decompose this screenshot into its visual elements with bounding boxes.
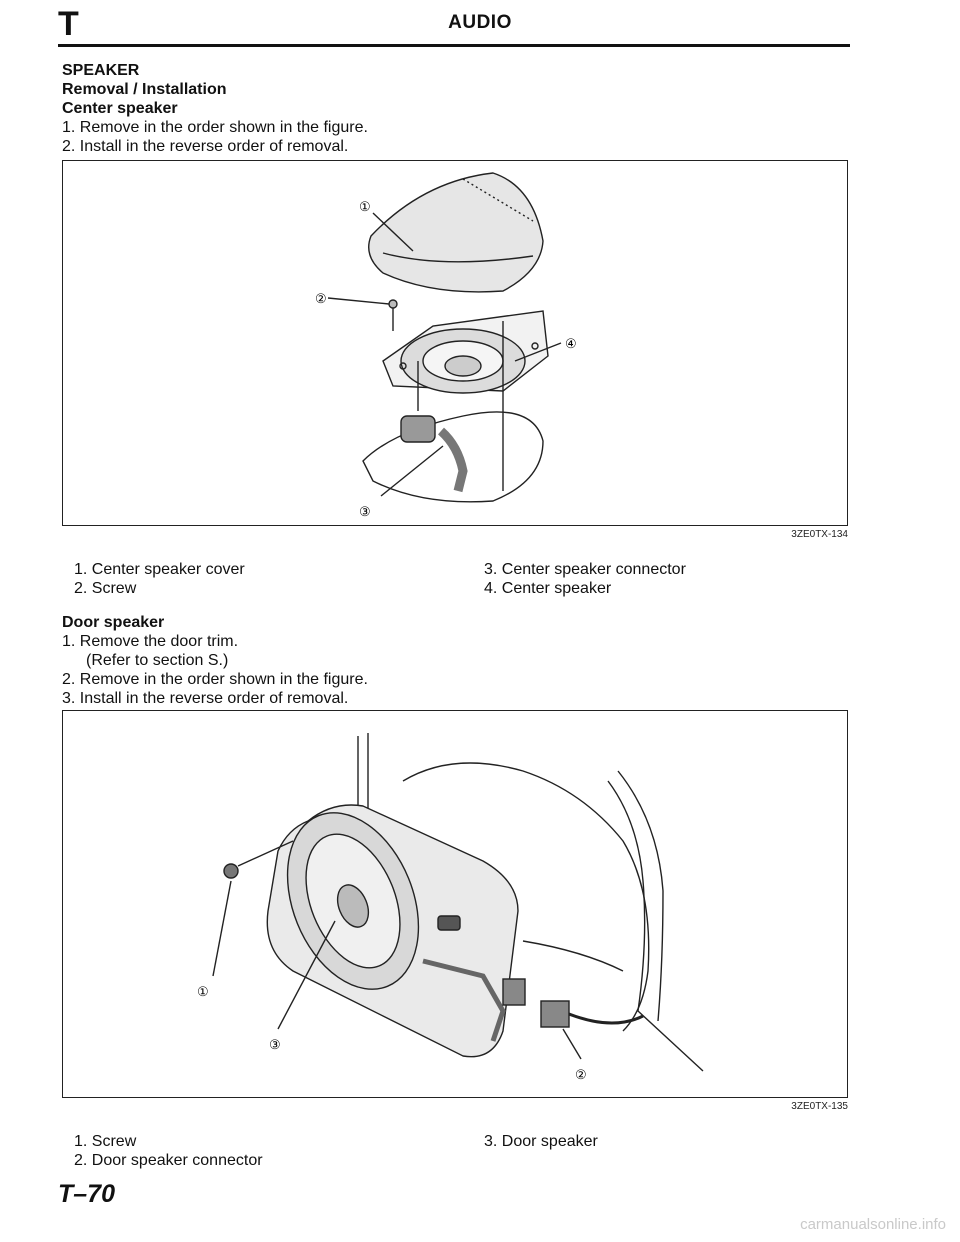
- center-speaker-drawing: ① ② ③ ④: [315, 172, 577, 520]
- door-step-2: 2. Remove in the order shown in the figu…: [62, 671, 368, 688]
- callout-3-door: ③: [269, 1038, 281, 1053]
- callout-2-center: ②: [315, 292, 327, 307]
- door-speaker-heading: Door speaker: [62, 614, 165, 631]
- door-legend-2: 2. Door speaker connector: [74, 1152, 263, 1169]
- section-letter: T: [58, 5, 79, 43]
- center-speaker-heading: Center speaker: [62, 100, 178, 117]
- callout-1-door: ①: [197, 985, 209, 1000]
- door-speaker-drawing: ① ② ③: [197, 733, 704, 1083]
- callout-2-door: ②: [575, 1068, 587, 1083]
- door-speaker-figure: ① ② ③: [62, 710, 848, 1098]
- door-legend-3: 3. Door speaker: [484, 1133, 598, 1150]
- callout-1-center: ①: [359, 200, 371, 215]
- page-number: T–70: [58, 1180, 115, 1208]
- door-step-1: 1. Remove the door trim.: [62, 633, 239, 650]
- door-legend-1: 1. Screw: [74, 1133, 137, 1150]
- center-figure-code: 3ZE0TX-134: [791, 529, 848, 540]
- center-speaker-figure: ① ② ③ ④: [62, 160, 848, 526]
- removal-installation-subtitle: Removal / Installation: [62, 81, 227, 98]
- door-step-1-note: (Refer to section S.): [86, 652, 229, 669]
- door-figure-code: 3ZE0TX-135: [791, 1101, 848, 1112]
- callout-4-center: ④: [565, 337, 577, 352]
- section-title: AUDIO: [448, 12, 512, 33]
- door-step-3: 3. Install in the reverse order of remov…: [62, 690, 349, 707]
- center-step-2: 2. Install in the reverse order of remov…: [62, 138, 349, 155]
- watermark: carmanualsonline.info: [800, 1216, 946, 1233]
- center-legend-4: 4. Center speaker: [484, 580, 612, 597]
- center-legend-3: 3. Center speaker connector: [484, 561, 686, 578]
- center-legend-1: 1. Center speaker cover: [74, 561, 245, 578]
- speaker-title: SPEAKER: [62, 62, 140, 79]
- header-rule: [58, 44, 850, 47]
- center-legend-2: 2. Screw: [74, 580, 137, 597]
- callout-3-center: ③: [359, 505, 371, 520]
- center-step-1: 1. Remove in the order shown in the figu…: [62, 119, 368, 136]
